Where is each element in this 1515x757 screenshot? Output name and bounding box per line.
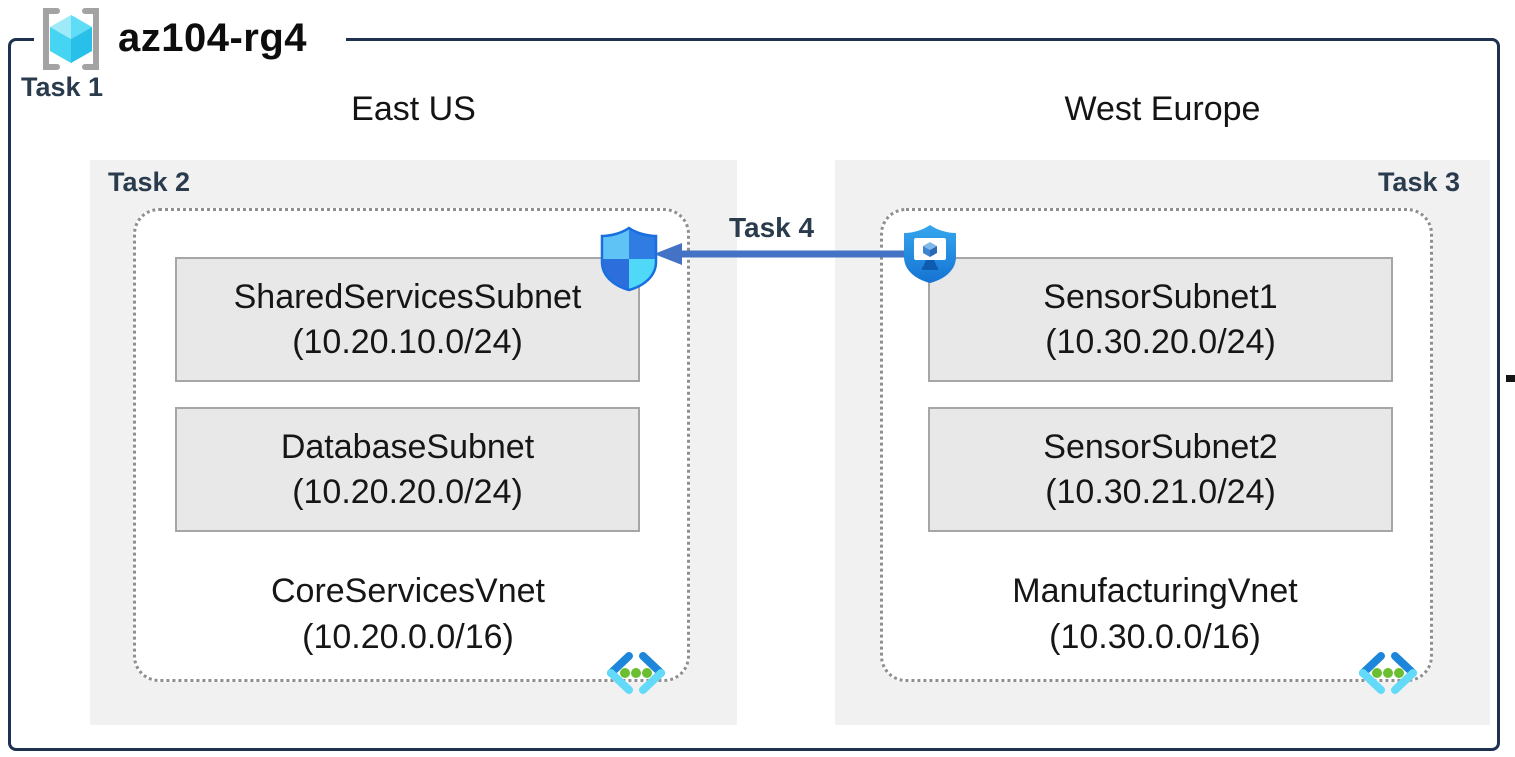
subnet-cidr: (10.20.20.0/24)	[292, 472, 523, 511]
subnet-name: SharedServicesSubnet	[233, 277, 582, 316]
subnet-cidr: (10.30.21.0/24)	[1045, 472, 1276, 511]
task4-label: Task 4	[729, 212, 815, 243]
task1-label: Task 1	[21, 72, 104, 102]
title-background-patch	[34, 33, 346, 47]
edge-dash-artifact	[1506, 375, 1515, 382]
subnet-cidr: (10.30.20.0/24)	[1045, 322, 1276, 361]
subnet-box-database: DatabaseSubnet (10.20.20.0/24)	[175, 407, 640, 532]
vnet-name: ManufacturingVnet	[1012, 572, 1298, 610]
virtual-network-icon	[1359, 652, 1417, 694]
virtual-network-icon	[607, 652, 665, 694]
subnet-name: DatabaseSubnet	[280, 427, 535, 466]
region-name-east-us: East US	[351, 90, 476, 128]
vnet-name: CoreServicesVnet	[270, 572, 545, 610]
subnet-name: SensorSubnet2	[1043, 427, 1278, 466]
subnet-name: SensorSubnet1	[1043, 277, 1278, 316]
core-services-vnet-label: CoreServicesVnet (10.20.0.0/16)	[143, 568, 673, 660]
vnet-cidr: (10.30.0.0/16)	[1049, 618, 1261, 656]
subnet-box-sensor1: SensorSubnet1 (10.30.20.0/24)	[928, 257, 1393, 382]
task4-connection-arrow	[654, 243, 938, 265]
task2-label: Task 2	[108, 167, 191, 197]
subnet-box-sensor2: SensorSubnet2 (10.30.21.0/24)	[928, 407, 1393, 532]
task3-label: Task 3	[1377, 167, 1460, 197]
network-security-group-shield-icon	[600, 226, 658, 292]
vnet-cidr: (10.20.0.0/16)	[302, 618, 514, 656]
region-name-west-europe: West Europe	[1064, 90, 1261, 128]
manufacturing-vnet-label: ManufacturingVnet (10.30.0.0/16)	[890, 568, 1420, 660]
resource-group-title: az104-rg4	[118, 16, 308, 60]
subnet-cidr: (10.20.10.0/24)	[292, 322, 523, 361]
resource-group-icon	[43, 8, 99, 70]
bastion-shield-icon	[904, 225, 956, 283]
subnet-box-shared-services: SharedServicesSubnet (10.20.10.0/24)	[175, 257, 640, 382]
